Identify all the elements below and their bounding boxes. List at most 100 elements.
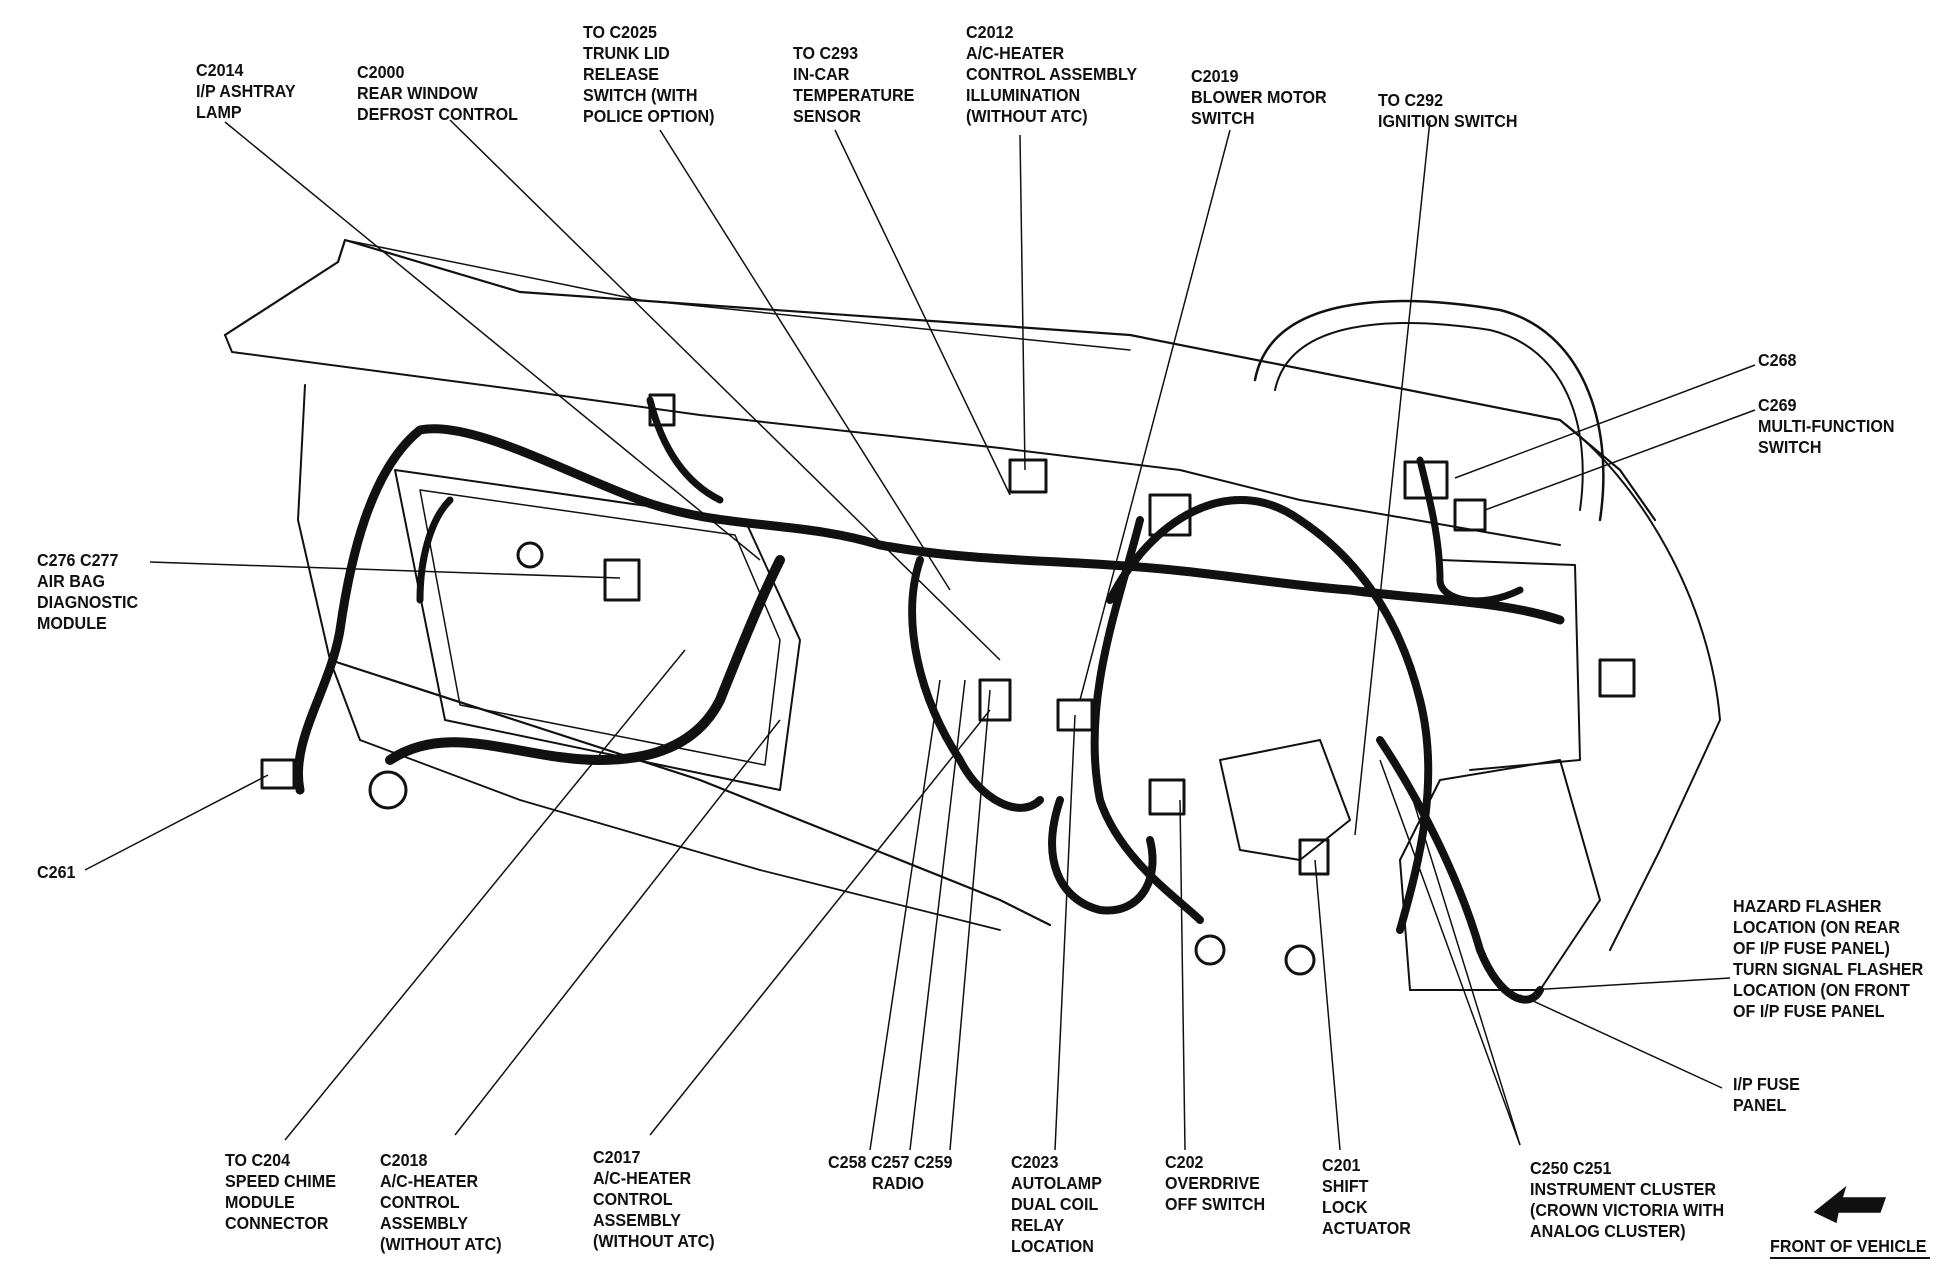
leader-c204 bbox=[284, 649, 686, 1141]
label-line: TEMPERATURE bbox=[793, 85, 915, 105]
leader-c276 bbox=[149, 561, 621, 579]
label-line: HAZARD FLASHER bbox=[1733, 896, 1882, 916]
label-line: (WITHOUT ATC) bbox=[966, 106, 1088, 126]
label-line: TO C2025 bbox=[583, 22, 657, 42]
label-line: ASSEMBLY bbox=[380, 1213, 468, 1233]
label-line: C2017 bbox=[593, 1147, 641, 1167]
arrow-icon bbox=[1813, 1185, 1887, 1224]
label-c201: C201 SHIFT LOCK ACTUATOR bbox=[1322, 1155, 1411, 1239]
leader-c292 bbox=[1354, 119, 1431, 836]
leader-c2023 bbox=[1054, 714, 1076, 1151]
leader-c269 bbox=[1484, 409, 1756, 511]
leader-c250-2 bbox=[1379, 759, 1521, 1146]
label-line: OF I/P FUSE PANEL bbox=[1733, 1001, 1885, 1021]
label-line: BLOWER MOTOR bbox=[1191, 87, 1327, 107]
lower-frame-2 bbox=[359, 739, 1001, 931]
leader-hazard bbox=[1529, 977, 1731, 991]
leader-c250-1 bbox=[1409, 789, 1521, 1146]
label-c202: C202 OVERDRIVE OFF SWITCH bbox=[1165, 1152, 1265, 1215]
label-line: FRONT OF VEHICLE bbox=[1770, 1236, 1927, 1256]
label-line: LOCK bbox=[1322, 1197, 1368, 1217]
leader-c201 bbox=[1314, 859, 1341, 1151]
label-c292: TO C292 IGNITION SWITCH bbox=[1378, 90, 1518, 132]
label-line: C258 C257 C259 bbox=[828, 1152, 953, 1172]
connector-c201 bbox=[1298, 838, 1330, 876]
leader-c2017 bbox=[649, 709, 991, 1136]
label-line: TO C292 bbox=[1378, 90, 1444, 110]
label-line: C2023 bbox=[1011, 1152, 1059, 1172]
label-c2014: C2014 I/P ASHTRAY LAMP bbox=[196, 60, 296, 123]
label-line: RELAY bbox=[1011, 1215, 1065, 1235]
leader-c2012 bbox=[1019, 134, 1026, 471]
label-line: TO C204 bbox=[225, 1150, 291, 1170]
label-line: LOCATION bbox=[1011, 1236, 1094, 1256]
label-line: SWITCH bbox=[1758, 437, 1822, 457]
label-line: CONTROL ASSEMBLY bbox=[966, 64, 1138, 84]
leader-c268 bbox=[1454, 364, 1756, 479]
label-line: DIAGNOSTIC bbox=[37, 592, 139, 612]
label-line: RELEASE bbox=[583, 64, 660, 84]
label-line: POLICE OPTION) bbox=[583, 106, 715, 126]
lower-frame bbox=[328, 658, 1052, 927]
leader-radio-1 bbox=[869, 679, 941, 1151]
harness-left-up bbox=[416, 496, 454, 604]
leader-c2000 bbox=[449, 119, 1001, 661]
label-c268: C268 bbox=[1758, 350, 1796, 371]
label-line: DUAL COIL bbox=[1011, 1194, 1099, 1214]
leader-c293 bbox=[834, 129, 1011, 496]
dash-top-pad bbox=[223, 238, 1657, 522]
label-line: LOCATION (ON FRONT bbox=[1733, 980, 1910, 1000]
label-line: C250 C251 bbox=[1530, 1158, 1612, 1178]
label-line: SHIFT bbox=[1322, 1176, 1369, 1196]
label-line: I/P FUSE bbox=[1733, 1074, 1800, 1094]
label-line: LAMP bbox=[196, 102, 242, 122]
label-line: ASSEMBLY bbox=[593, 1210, 681, 1230]
harness-right-drop bbox=[1090, 516, 1204, 924]
harness-steering-loop bbox=[1048, 796, 1157, 915]
label-line: ANALOG CLUSTER) bbox=[1530, 1221, 1686, 1241]
connector-airbag bbox=[603, 558, 641, 602]
label-line: TO C293 bbox=[793, 43, 859, 63]
label-c2017: C2017 A/C-HEATER CONTROL ASSEMBLY (WITHO… bbox=[593, 1147, 715, 1252]
label-line: I/P ASHTRAY bbox=[196, 81, 296, 101]
connector-c2000 bbox=[648, 393, 676, 427]
label-line: C2012 bbox=[966, 22, 1014, 42]
lamp-socket-c2014 bbox=[516, 541, 544, 569]
leader-c202 bbox=[1179, 799, 1186, 1151]
connector-c269 bbox=[1453, 498, 1487, 532]
label-line: C276 C277 bbox=[37, 550, 119, 570]
label-line: SENSOR bbox=[793, 106, 861, 126]
connector-c261 bbox=[260, 758, 296, 790]
label-c2012: C2012 A/C-HEATER CONTROL ASSEMBLY ILLUMI… bbox=[966, 22, 1137, 127]
label-line: TRUNK LID bbox=[583, 43, 670, 63]
label-c2025: TO C2025 TRUNK LID RELEASE SWITCH (WITH … bbox=[583, 22, 715, 127]
center-duct bbox=[1219, 739, 1351, 861]
label-line: REAR WINDOW bbox=[357, 83, 478, 103]
main-harness bbox=[294, 424, 1565, 795]
label-hazard-turn-flasher: HAZARD FLASHER LOCATION (ON REAR OF I/P … bbox=[1733, 896, 1923, 1022]
label-c276: C276 C277 AIR BAG DIAGNOSTIC MODULE bbox=[37, 550, 138, 634]
label-c250-c251: C250 C251 INSTRUMENT CLUSTER (CROWN VICT… bbox=[1530, 1158, 1724, 1242]
cluster-hood-arc bbox=[1253, 299, 1605, 522]
label-line: SPEED CHIME bbox=[225, 1171, 336, 1191]
label-line: C2019 bbox=[1191, 66, 1239, 86]
label-line: (WITHOUT ATC) bbox=[380, 1234, 502, 1254]
label-line: AIR BAG bbox=[37, 571, 105, 591]
front-of-vehicle-label: FRONT OF VEHICLE bbox=[1770, 1236, 1927, 1257]
label-line: C261 bbox=[37, 862, 76, 882]
label-line: MODULE bbox=[225, 1192, 295, 1212]
label-line: (WITHOUT ATC) bbox=[593, 1231, 715, 1251]
leader-c2014 bbox=[224, 121, 761, 561]
label-line: C268 bbox=[1758, 350, 1797, 370]
connector-radio bbox=[978, 678, 1012, 722]
label-line: MULTI-FUNCTION bbox=[1758, 416, 1895, 436]
instrument-panel-illustration bbox=[223, 238, 1721, 1004]
leader-fuse bbox=[1519, 994, 1723, 1089]
leader-lines bbox=[84, 119, 1756, 1151]
connector-right-pigtail bbox=[1598, 658, 1636, 698]
label-c2000: C2000 REAR WINDOW DEFROST CONTROL bbox=[357, 62, 518, 125]
frame-opening-inner bbox=[419, 489, 781, 766]
label-line: CONTROL bbox=[380, 1192, 460, 1212]
leader-radio-3 bbox=[949, 689, 991, 1151]
